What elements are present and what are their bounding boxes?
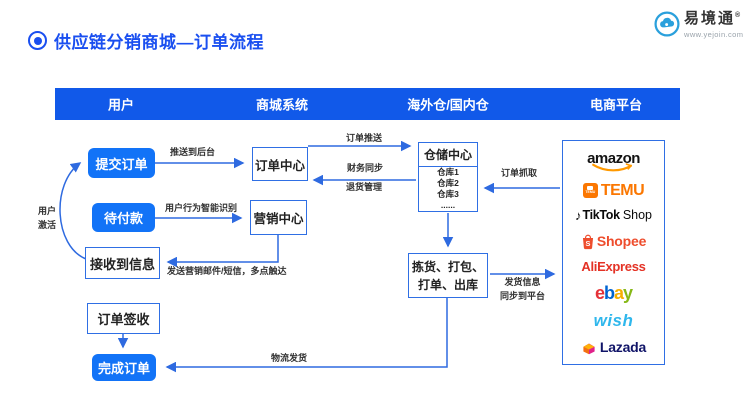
brand-url: www.yejoin.com — [684, 29, 743, 39]
edge-label-user-activation-line2: 激活 — [37, 219, 56, 230]
warehouse-item: 仓库3 — [437, 188, 459, 199]
warehouse-item: 仓库2 — [437, 177, 459, 188]
aliexpress-logo: AliExpress — [581, 259, 646, 275]
ebay-logo: e b a y — [594, 282, 633, 303]
wish-logo: wish — [594, 312, 634, 329]
shopee-icon-letter: S — [585, 238, 590, 247]
page-title: 供应链分销商城—订单流程 — [54, 33, 264, 52]
node-pending-payment: 待付款 — [92, 203, 155, 232]
shopee-bag-icon: S — [582, 234, 593, 249]
lazada-logo: Lazada — [581, 340, 646, 355]
arrow-user-activation-curve — [59, 162, 87, 260]
wish-text: wish — [593, 311, 634, 331]
lane-label-mall-system: 商城系统 — [255, 97, 309, 113]
amazon-wordmark: amazon — [587, 151, 640, 172]
bullseye-dot-icon — [33, 36, 42, 45]
lazada-text: Lazada — [599, 339, 647, 356]
node-fulfillment: 拣货、打包、打单、出库 — [408, 253, 488, 298]
warehouse-center-title: 仓储中心 — [419, 143, 477, 167]
lane-label-user: 用户 — [107, 97, 135, 113]
ebay-letter: a — [613, 282, 624, 303]
edge-label-push-to-backend: 推送到后台 — [170, 147, 216, 157]
shopee-text: Shopee — [596, 233, 647, 250]
node-marketing-center: 营销中心 — [250, 200, 307, 235]
edge-label-finance-sync: 财务同步 — [347, 163, 384, 173]
brand-name-text: 易境通 — [684, 10, 736, 27]
edge-label-shipping-sync-line1: 发货信息 — [504, 277, 541, 287]
lane-label-ecommerce: 电商平台 — [589, 97, 643, 113]
warehouse-item: 仓库1 — [437, 166, 459, 177]
tiktok-text: TikTok — [582, 208, 620, 223]
temu-icon: TEMU — [582, 183, 598, 199]
shopee-logo: S Shopee — [581, 233, 646, 250]
temu-bag-icon — [587, 186, 594, 191]
brand-name: 易境通® — [684, 10, 743, 28]
edge-label-shipping-sync: 发货信息 同步到平台 — [500, 276, 545, 303]
brand-logo: 易境通® www.yejoin.com — [654, 10, 743, 39]
arrow-marketing-to-received — [166, 235, 279, 268]
edge-label-logistics-delivery: 物流发货 — [271, 353, 308, 363]
temu-text: TEMU — [600, 181, 645, 199]
cloud-logo-icon — [654, 11, 680, 37]
warehouse-item: ...... — [440, 199, 456, 210]
edge-label-user-activation: 用户 激活 — [32, 205, 62, 232]
node-submit-order: 提交订单 — [88, 148, 155, 178]
node-receive-info: 接收到信息 — [85, 247, 160, 279]
ebay-letter: e — [594, 282, 605, 303]
edge-label-order-push: 订单推送 — [346, 133, 383, 143]
edge-label-marketing-reach: 发送营销邮件/短信，多点触达 — [167, 266, 287, 276]
amazon-logo: amazon — [587, 151, 640, 172]
node-order-center: 订单中心 — [252, 147, 308, 181]
edge-label-return-management: 退货管理 — [346, 182, 383, 192]
edge-label-order-fetch: 订单抓取 — [501, 168, 538, 178]
lane-label-warehouse: 海外仓/国内仓 — [407, 97, 489, 113]
node-complete-order: 完成订单 — [92, 354, 156, 381]
node-order-sign: 订单签收 — [87, 303, 160, 334]
ecommerce-platforms-panel: amazon TEMU TEMU ♪ TikTok Shop S — [562, 140, 665, 365]
tiktok-note-icon: ♪ — [574, 208, 582, 224]
node-warehouse-center: 仓储中心 仓库1 仓库2 仓库3 ...... — [418, 142, 478, 212]
amazon-text: amazon — [587, 150, 640, 167]
tiktok-shop-logo: ♪ TikTok Shop — [575, 209, 652, 222]
amazon-smile-icon — [592, 163, 633, 172]
aliexpress-text: AliExpress — [581, 259, 646, 275]
warehouse-list: 仓库1 仓库2 仓库3 ...... — [419, 167, 477, 211]
registered-mark: ® — [735, 12, 741, 19]
temu-icon-text: TEMU — [585, 190, 596, 195]
bullseye-icon — [28, 31, 47, 50]
edge-label-user-activation-line1: 用户 — [37, 206, 56, 216]
edge-label-shipping-sync-line2: 同步到平台 — [500, 290, 546, 301]
temu-logo: TEMU TEMU — [582, 181, 645, 199]
lazada-icon — [583, 343, 595, 355]
lane-header-bar: 用户 商城系统 海外仓/国内仓 电商平台 — [55, 88, 680, 120]
brand-text-block: 易境通® www.yejoin.com — [684, 10, 743, 39]
arrow-picking-to-complete — [165, 298, 448, 373]
title-row: 供应链分销商城—订单流程 — [28, 28, 264, 53]
tiktok-shop-text: Shop — [622, 208, 653, 223]
edge-label-behavior-recognition: 用户行为智能识别 — [165, 203, 238, 213]
ebay-letter: y — [623, 282, 633, 303]
ebay-letter: b — [603, 282, 615, 303]
